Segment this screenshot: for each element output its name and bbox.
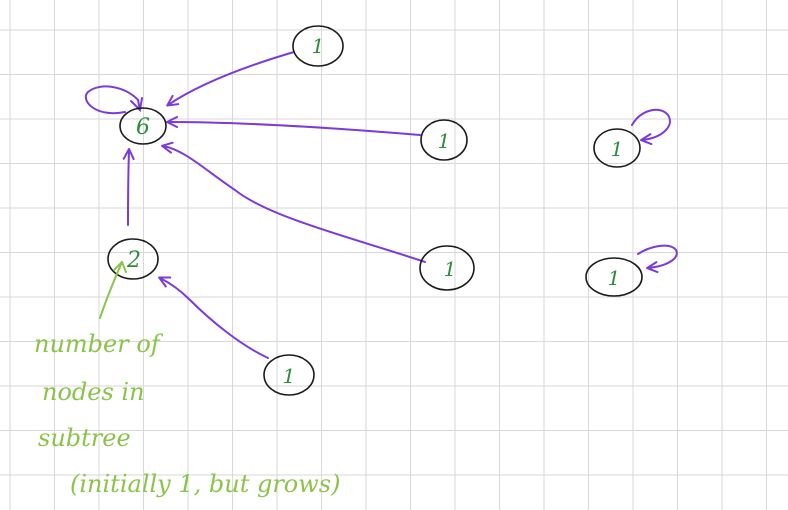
- annotation-pointer-tip: [113, 261, 127, 273]
- node-bottom-label: 1: [283, 364, 296, 388]
- node-lower-outline: [419, 245, 475, 291]
- node-root-outline: [119, 107, 167, 145]
- node-isolated-2-outline: [585, 257, 643, 297]
- self-loop-iso2: [637, 244, 678, 274]
- edge-mid-to-root: [166, 116, 421, 136]
- node-bottom-outline: [263, 354, 315, 396]
- edge-two-to-root: [122, 148, 135, 226]
- edge-bottom-to-two: [158, 276, 269, 359]
- node-two-outline: [107, 238, 159, 280]
- node-isolated-1-label: 1: [611, 137, 624, 161]
- annotation-line-4: (initially 1, but grows): [70, 470, 340, 498]
- node-bottom: 1: [263, 354, 315, 396]
- node-isolated-1: 1: [593, 128, 641, 168]
- node-isolated-1-outline: [593, 128, 641, 168]
- annotation-pointer: [99, 261, 123, 319]
- edges: [84, 51, 678, 359]
- edge-top-to-root: [166, 51, 295, 107]
- node-two-label: 2: [126, 248, 141, 273]
- self-loop-root-arrowtip: [130, 97, 143, 113]
- self-loop-root: [84, 85, 141, 115]
- node-root: 6: [119, 107, 167, 145]
- node-mid: 1: [420, 119, 468, 161]
- annotation: number of nodes in subtree (initially 1,…: [34, 261, 340, 498]
- node-lower: 1: [419, 245, 475, 291]
- self-loop-iso1: [631, 108, 671, 146]
- node-root-label: 6: [136, 115, 150, 140]
- annotation-line-2: nodes in: [42, 378, 145, 406]
- node-mid-outline: [420, 119, 468, 161]
- nodes: 1 6 1 1 2 1 1: [107, 25, 643, 396]
- node-isolated-2-label: 1: [608, 266, 621, 290]
- annotation-line-1: number of: [34, 330, 164, 358]
- node-top-outline: [292, 25, 344, 67]
- annotation-line-3: subtree: [38, 424, 131, 452]
- node-isolated-2: 1: [585, 257, 643, 297]
- node-top: 1: [292, 25, 344, 67]
- node-lower-label: 1: [444, 257, 457, 281]
- node-mid-label: 1: [438, 129, 451, 153]
- node-two: 2: [107, 238, 159, 280]
- edge-lower-to-root: [161, 141, 426, 263]
- node-top-label: 1: [312, 34, 325, 58]
